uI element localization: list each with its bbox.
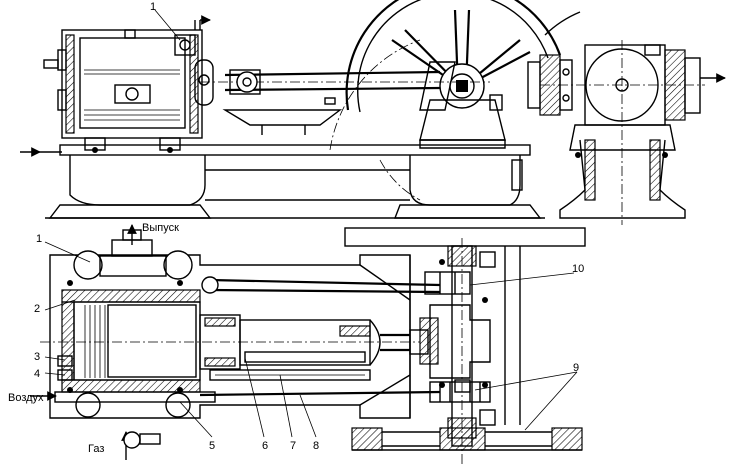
engine-bed — [45, 144, 545, 219]
plan-view — [30, 9, 586, 465]
connecting-rod-side — [200, 61, 490, 135]
frame-plan — [49, 246, 521, 425]
callout-1-top: 1 — [150, 1, 156, 13]
callout-10: 10 — [572, 263, 584, 275]
callout-2: 2 — [34, 303, 40, 315]
end-view — [527, 11, 726, 225]
flywheel — [329, 0, 562, 201]
side-elevation-view — [20, 0, 726, 225]
callout-8: 8 — [313, 440, 319, 452]
caption-exhaust: Выпуск — [142, 222, 179, 234]
cylinder-side — [20, 15, 214, 157]
crank-bearing-side — [419, 94, 506, 149]
camshaft-rod-plan — [201, 271, 471, 295]
callout-4: 4 — [34, 368, 40, 380]
callout-5: 5 — [209, 440, 215, 452]
callout-3: 3 — [34, 351, 40, 363]
callout-7: 7 — [290, 440, 296, 452]
callout-9: 9 — [573, 362, 579, 374]
callout-6: 6 — [262, 440, 268, 452]
cylinder-plan — [30, 224, 420, 460]
callout-1: 1 — [36, 233, 42, 245]
caption-air: Воздух — [8, 392, 44, 404]
flywheel-rim-plan — [344, 227, 586, 247]
flywheel-section-plan — [351, 427, 583, 451]
leader-lines — [44, 9, 578, 438]
crosshead-plan — [199, 314, 441, 397]
caption-gas: Газ — [88, 443, 104, 455]
